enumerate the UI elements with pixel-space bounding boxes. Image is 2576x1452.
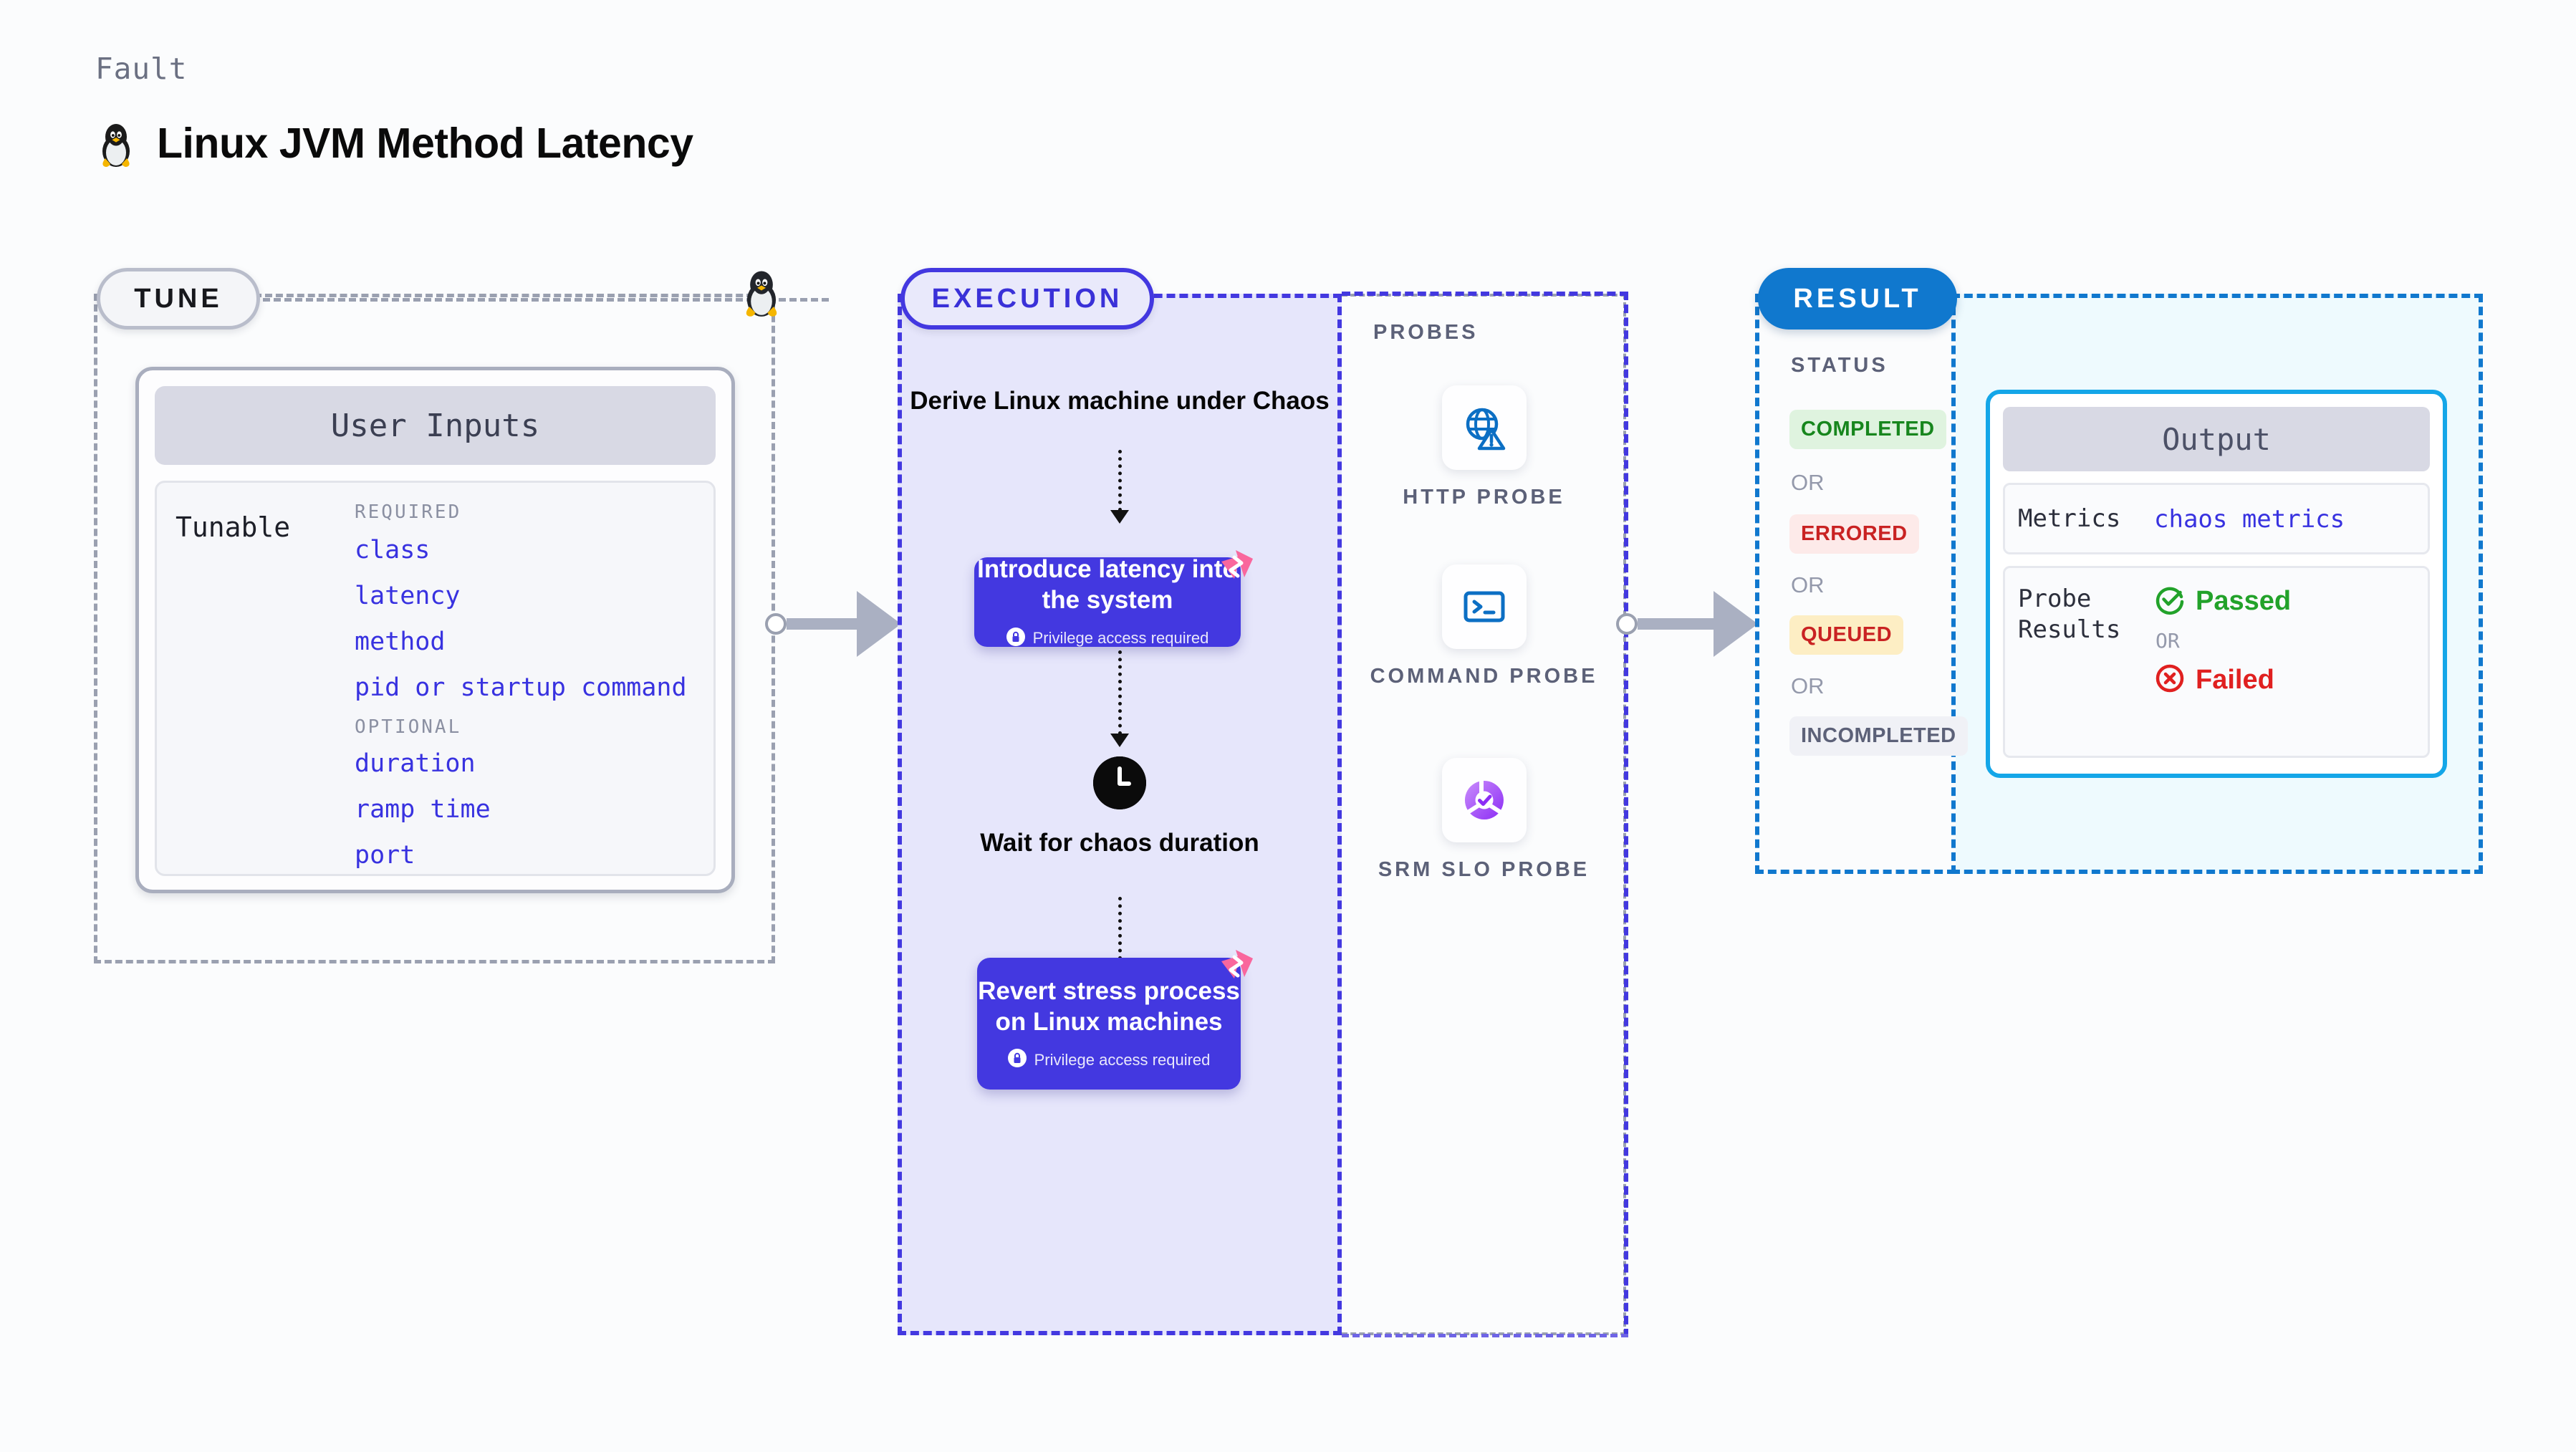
tunable-item-class[interactable]: class (355, 536, 431, 564)
status-badge-queued: QUEUED (1789, 615, 1904, 655)
output-metrics-value[interactable]: chaos metrics (2154, 505, 2345, 534)
execution-stage-badge[interactable]: EXECUTION (900, 268, 1154, 330)
status-badge-completed: COMPLETED (1789, 410, 1946, 449)
tunable-item-duration[interactable]: duration (355, 749, 476, 778)
output-probe-results-key: Probe Results (2018, 585, 2121, 644)
execution-step-wait-for-chaos-duration: Wait for chaos duration (980, 829, 1259, 857)
tunable-item-pid-or-startup-command[interactable]: pid or startup command (355, 673, 687, 702)
lock-icon (1006, 627, 1025, 650)
connector-execution-to-result (1616, 591, 1767, 657)
litmus-logo-icon (1216, 547, 1256, 590)
srm-slo-icon (1441, 758, 1527, 842)
arrow-head-icon (1110, 510, 1129, 524)
result-status-region: STATUS COMPLETED OR ERRORED OR QUEUED OR… (1755, 294, 1968, 874)
required-group-label: REQUIRED (355, 501, 462, 523)
lock-icon (1007, 1049, 1027, 1071)
probe-http[interactable]: HTTP PROBE (1342, 385, 1626, 510)
flow-arrow-1 (1118, 450, 1122, 511)
probes-panel-right-edge (1624, 292, 1628, 1337)
probe-http-label: HTTP PROBE (1403, 486, 1565, 509)
output-metrics-key: Metrics (2018, 504, 2121, 533)
flow-arrow-3 (1118, 897, 1122, 960)
x-circle-icon (2154, 663, 2186, 698)
probe-result-passed-label: Passed (2196, 586, 2292, 616)
probe-result-failed-label: Failed (2196, 665, 2274, 695)
arrow-head-icon (857, 591, 901, 657)
connector-bar (1638, 618, 1715, 630)
tunable-item-ramp-time[interactable]: ramp time (355, 795, 491, 824)
tunable-item-latency[interactable]: latency (355, 582, 461, 610)
connector-start-dot (1616, 613, 1638, 635)
check-circle-icon (2154, 584, 2186, 619)
probes-title: PROBES (1373, 321, 1479, 344)
flow-arrow-2 (1118, 650, 1122, 735)
privilege-notice: Privilege access required (1007, 1049, 1211, 1071)
execution-step-introduce-latency: Introduce latency into the system Privil… (974, 555, 1241, 650)
globe-warning-icon (1441, 385, 1527, 470)
output-metrics-row: Metrics chaos metrics (2003, 483, 2430, 554)
connector-bar (787, 618, 858, 630)
probes-panel-top-edge (1342, 292, 1628, 296)
litmus-logo-icon (1216, 947, 1256, 989)
privilege-notice-text: Privilege access required (1034, 1050, 1211, 1069)
probe-result-failed: Failed (2154, 663, 2291, 698)
clock-icon (1093, 756, 1146, 809)
tunable-item-method[interactable]: method (355, 628, 446, 656)
tune-connector-line (263, 298, 829, 302)
probe-srm-slo-label: SRM SLO PROBE (1378, 858, 1590, 881)
status-badge-errored: ERRORED (1789, 514, 1919, 554)
probe-result-passed: Passed (2154, 584, 2291, 619)
tunable-list: REQUIRED class latency method pid or sta… (355, 501, 699, 870)
tunable-label: Tunable (176, 511, 291, 543)
output-probe-results-row: Probe Results Passed OR (2003, 566, 2430, 758)
status-title: STATUS (1791, 354, 1888, 377)
status-or-1: OR (1791, 470, 1825, 495)
status-or-2: OR (1791, 572, 1825, 597)
execution-step-revert-stress-process: Revert stress process on Linux machines … (977, 958, 1241, 1090)
output-card: Output Metrics chaos metrics Probe Resul… (1986, 390, 2447, 778)
optional-group-label: OPTIONAL (355, 716, 462, 738)
probe-results-values: Passed OR Failed (2154, 584, 2291, 698)
execution-step-revert-stress-process-label: Revert stress process on Linux machines (978, 976, 1240, 1036)
probe-result-or: OR (2156, 629, 2180, 653)
tunable-item-port[interactable]: port (355, 841, 415, 870)
tux-penguin-icon (739, 265, 784, 322)
output-header: Output (2003, 407, 2430, 471)
connector-tune-to-execution (765, 591, 908, 657)
arrow-head-icon (1110, 734, 1129, 747)
result-stage-badge[interactable]: RESULT (1758, 268, 1957, 330)
status-badge-incompleted: INCOMPLETED (1789, 716, 1968, 756)
execution-step-introduce-latency-label: Introduce latency into the system (977, 555, 1238, 614)
arrow-head-icon (1714, 591, 1758, 657)
probes-panel: PROBES HTTP PROBE (1342, 292, 1628, 1337)
execution-step-derive-linux-machine: Derive Linux machine under Chaos (910, 387, 1330, 415)
page-title: Linux JVM Method Latency (157, 120, 693, 167)
fault-label: Fault (95, 52, 188, 86)
tune-stage-badge[interactable]: TUNE (97, 268, 260, 330)
privilege-notice-text: Privilege access required (1032, 629, 1209, 648)
connector-start-dot (765, 613, 787, 635)
tunable-section: Tunable REQUIRED class latency method pi… (155, 481, 716, 876)
tux-penguin-icon (95, 118, 137, 168)
probe-command[interactable]: COMMAND PROBE (1342, 564, 1626, 689)
probes-panel-bottom-edge (1342, 1334, 1628, 1337)
terminal-icon (1441, 564, 1527, 649)
probe-command-label: COMMAND PROBE (1370, 665, 1598, 688)
privilege-notice: Privilege access required (1006, 627, 1209, 650)
page-title-row: Linux JVM Method Latency (95, 118, 693, 168)
status-or-3: OR (1791, 673, 1825, 698)
user-inputs-header: User Inputs (155, 386, 716, 465)
user-inputs-card: User Inputs Tunable REQUIRED class laten… (135, 367, 735, 893)
probe-srm-slo[interactable]: SRM SLO PROBE (1342, 758, 1626, 883)
